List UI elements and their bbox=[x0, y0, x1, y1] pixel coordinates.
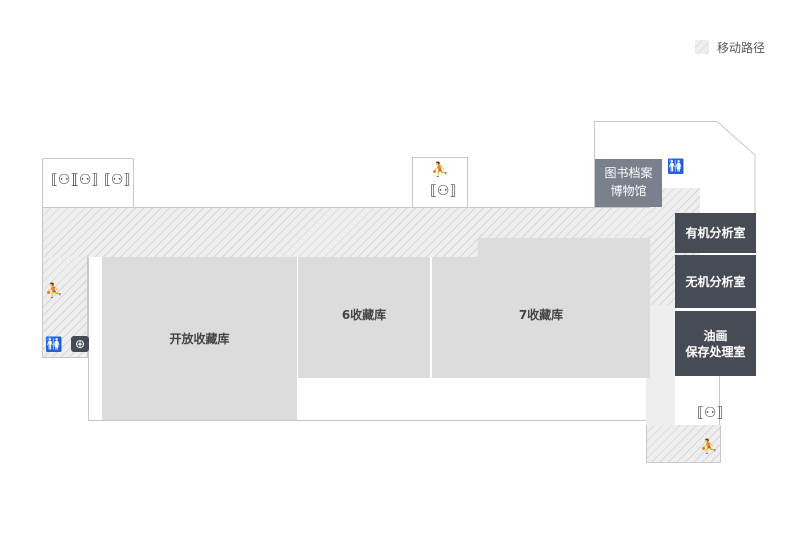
elevator-icon: ⟦⚇⟧ bbox=[104, 172, 131, 188]
stairs-icon: ⛹ bbox=[700, 439, 718, 455]
legend: 移动路径 bbox=[695, 39, 785, 55]
room-painting-conservation[interactable]: 油画保存处理室 bbox=[675, 311, 756, 376]
elevator-icon: ⟦⚇⟧ bbox=[51, 172, 78, 188]
stairs-icon: ⛹ bbox=[431, 162, 449, 178]
left-elevator-block bbox=[42, 158, 134, 210]
legend-swatch bbox=[695, 40, 709, 54]
room-label: 有机分析室 bbox=[685, 226, 746, 240]
room-label: 开放收藏库 bbox=[169, 332, 230, 346]
room-open-storage[interactable]: 开放收藏库 bbox=[102, 257, 297, 420]
elevator-icon: ⟦⚇⟧ bbox=[697, 405, 724, 421]
room-organic-analysis[interactable]: 有机分析室 bbox=[675, 213, 756, 253]
left-corridor bbox=[42, 257, 88, 358]
elevator-icon: ⟦⚇⟧ bbox=[430, 183, 457, 199]
room-storage-7-top bbox=[478, 238, 650, 258]
stairs-icon: ⛹ bbox=[45, 283, 63, 299]
room-label: 图书档案博物馆 bbox=[604, 166, 653, 198]
room-storage-6[interactable]: 6收藏库 bbox=[298, 257, 430, 378]
room-label: 无机分析室 bbox=[685, 274, 746, 289]
restroom-icon: 🚻 bbox=[45, 337, 63, 353]
room-label-line1: 油画 bbox=[703, 328, 728, 343]
room-inorganic-analysis[interactable]: 无机分析室 bbox=[675, 255, 756, 308]
room-label: 7收藏库 bbox=[518, 308, 564, 322]
legend-label: 移动路径 bbox=[717, 41, 766, 55]
elevator-icon: ⟦⚇⟧ bbox=[72, 172, 99, 188]
right-elevator-area bbox=[675, 375, 720, 425]
room-label: 6收藏库 bbox=[341, 307, 387, 322]
first-aid-icon: ⊕ bbox=[71, 336, 89, 352]
room-library-archive[interactable]: 图书档案博物馆 bbox=[595, 159, 662, 207]
room-storage-7[interactable]: 7收藏库 bbox=[432, 257, 650, 378]
center-stair-block bbox=[412, 157, 468, 210]
room-label-line2: 保存处理室 bbox=[685, 344, 746, 359]
restroom-icon: 🚻 bbox=[667, 159, 685, 175]
right-stair-corridor bbox=[646, 425, 721, 463]
right-passage bbox=[646, 305, 676, 427]
